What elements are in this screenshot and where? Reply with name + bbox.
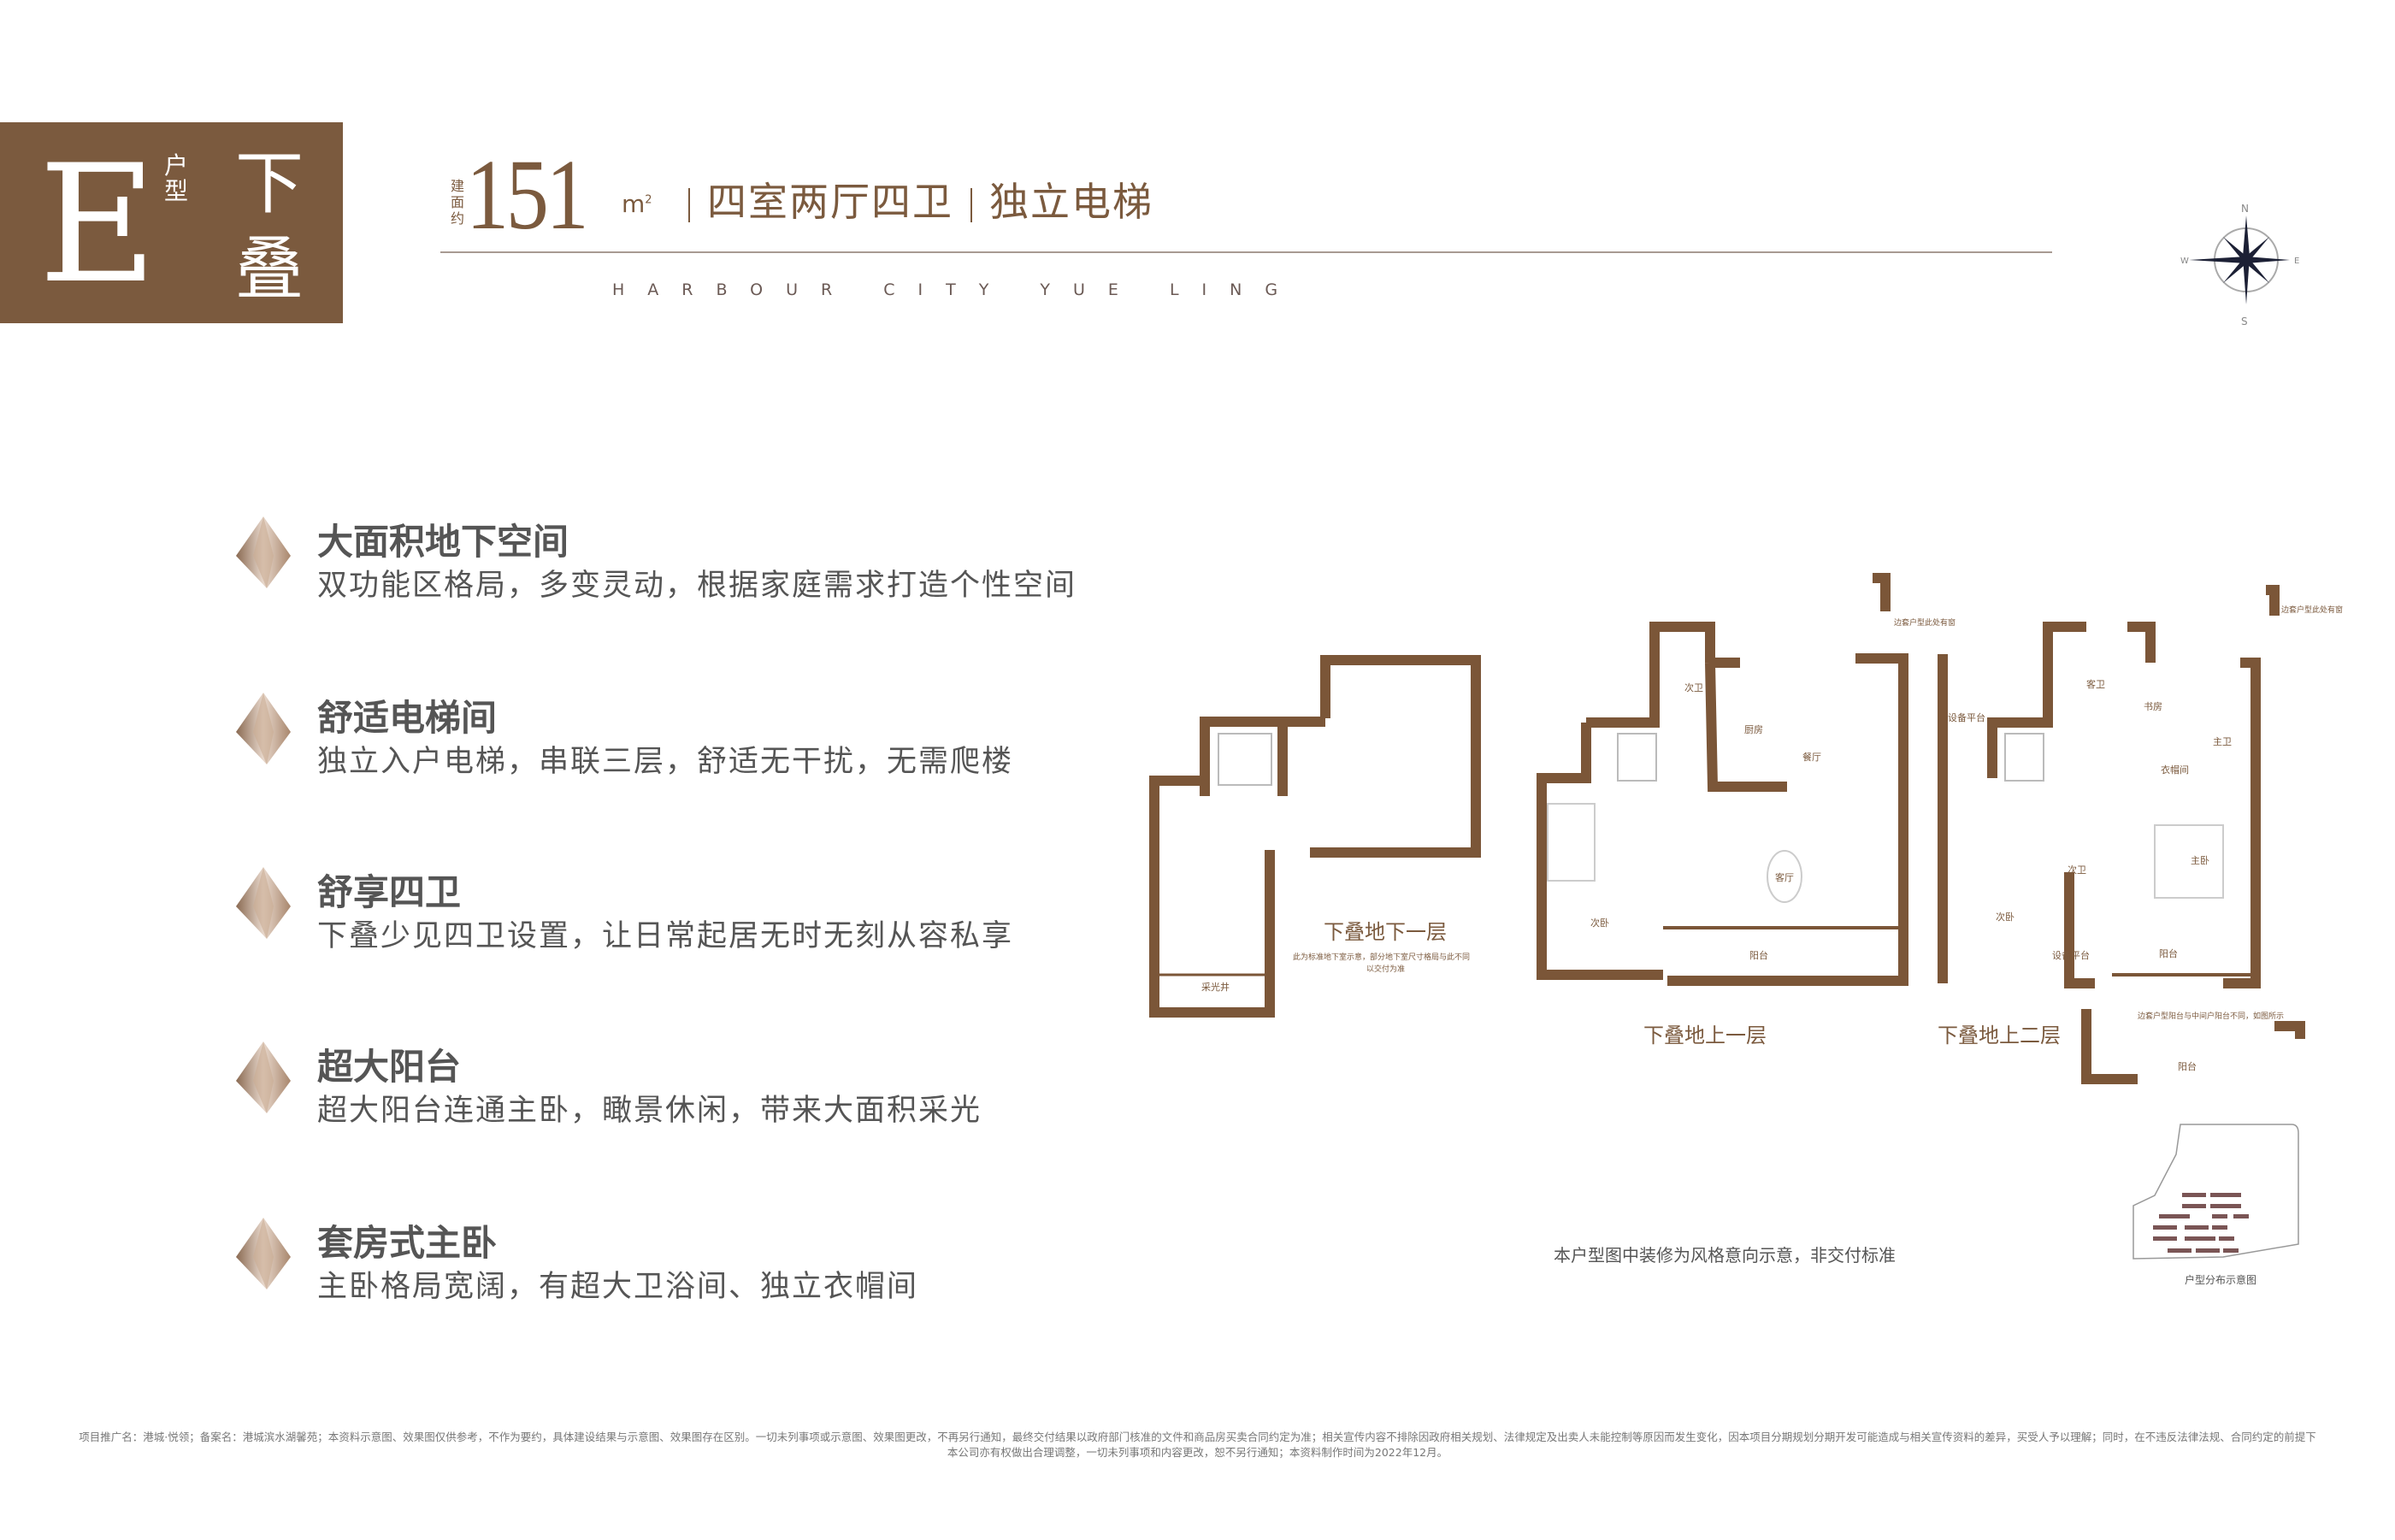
room-label: 次卧: [1590, 917, 1609, 929]
feature-desc: 超大阳台连通主卧，瞰景休闲，带来大面积采光: [317, 1094, 982, 1128]
basement-note: 以交付为准: [1366, 964, 1405, 974]
basement-note: 此为标准地下室示意，部分地下室尺寸格局与此不同: [1293, 952, 1470, 962]
plan-title-level1: 下叠地上一层: [1643, 1024, 1767, 1047]
diamond-icon: [236, 867, 291, 939]
balcony-note: 边套户型阳台与中间户阳台不同，如图所示: [2138, 1011, 2284, 1021]
divider: [688, 187, 690, 222]
feature-title: 大面积地下空间: [317, 521, 569, 563]
feature-desc: 下叠少见四卫设置，让日常起居无时无刻从容私享: [317, 919, 1014, 953]
room-label: 衣帽间: [2161, 764, 2189, 776]
room-label: 书房: [2144, 701, 2162, 712]
area-unit-text: m: [622, 190, 646, 218]
rooms-summary: 四室两厅四卫: [707, 179, 953, 225]
plan-title-basement: 下叠地下一层: [1324, 920, 1447, 944]
compass-north: N: [2241, 203, 2249, 215]
area-unit-sup: 2: [645, 193, 652, 207]
window-note: 边套户型此处有窗: [2281, 605, 2343, 615]
compass-icon: N S E W: [2180, 203, 2299, 327]
diamond-icon: [236, 1041, 291, 1113]
feature-item: 舒享四卫 下叠少见四卫设置，让日常起居无时无刻从容私享: [229, 864, 1084, 992]
room-label: 客厅: [1775, 871, 1794, 883]
room-label: 阳台: [2159, 947, 2178, 959]
level1-plan: [1537, 573, 1908, 986]
site-map: [2132, 1124, 2299, 1260]
project-english-name: HARBOUR CITY YUE LING: [612, 280, 1301, 299]
room-label: 次卫: [1684, 681, 1703, 693]
feature-item: 超大阳台 超大阳台连通主卧，瞰景休闲，带来大面积采光: [229, 1038, 1084, 1166]
diamond-icon: [236, 693, 291, 764]
room-label: 采光井: [1201, 981, 1230, 993]
basement-plan: [1149, 655, 1481, 1018]
feature-item: 舒适电梯间 独立入户电梯，串联三层，舒适无干扰，无需爬楼: [229, 689, 1084, 817]
diamond-icon: [236, 516, 291, 588]
room-label: 阳台: [1749, 949, 1768, 961]
unit-letter: E: [38, 130, 157, 319]
compass-south: S: [2241, 316, 2248, 327]
window-note: 边套户型此处有窗: [1894, 617, 1956, 628]
room-label: 设备平台: [2052, 949, 2090, 961]
room-label: 餐厅: [1802, 751, 1821, 763]
feature-desc: 独立入户电梯，串联三层，舒适无干扰，无需爬楼: [317, 745, 1014, 779]
footer-disclaimer: 项目推广名：港城·悦领；备案名：港城滨水湖馨苑；本资料示意图、效果图仅供参考，不…: [79, 1431, 2316, 1443]
feature-title: 超大阳台: [317, 1046, 462, 1088]
divider: [970, 187, 972, 222]
compass-west: W: [2180, 257, 2189, 266]
plan-title-level2: 下叠地上二层: [1938, 1024, 2061, 1047]
feature-desc: 双功能区格局，多变灵动，根据家庭需求打造个性空间: [317, 569, 1077, 603]
site-map-label: 户型分布示意图: [2185, 1274, 2257, 1286]
room-label: 次卫: [2068, 864, 2086, 876]
unit-badge: E 户型 下叠: [0, 122, 343, 323]
header-divider: [440, 251, 2052, 253]
room-label: 主卧: [2191, 855, 2209, 866]
feature-desc: 主卧格局宽阔，有超大卫浴间、独立衣帽间: [317, 1270, 919, 1304]
room-label: 客卫: [2086, 678, 2105, 690]
room-label: 厨房: [1744, 724, 1763, 735]
footer-disclaimer: 本公司亦有权做出合理调整，一切未列事项和内容更改，恕不另行通知；本资料制作时间为…: [947, 1446, 1448, 1459]
feature-title: 舒享四卫: [317, 871, 462, 913]
room-label: 主卫: [2213, 736, 2232, 747]
room-label: 设备平台: [1948, 711, 1985, 723]
layout-summary: 四室两厅四卫独立电梯: [671, 171, 1153, 227]
feature-item: 套房式主卧 主卧格局宽阔，有超大卫浴间、独立衣帽间: [229, 1214, 1084, 1342]
unit-type-label: 户型: [164, 151, 189, 205]
area-unit: m2: [622, 190, 652, 218]
diamond-icon: [236, 1218, 291, 1289]
room-label: 次卧: [1996, 911, 2015, 923]
unit-category: 下叠: [235, 144, 304, 309]
room-label: 阳台: [2178, 1060, 2197, 1072]
area-value: 151: [466, 139, 589, 251]
area-label: 建面约: [451, 178, 465, 227]
feature-item: 大面积地下空间 双功能区格局，多变灵动，根据家庭需求打造个性空间: [229, 513, 1084, 641]
feature-title: 舒适电梯间: [317, 697, 498, 739]
compass-east: E: [2294, 257, 2299, 266]
feature-title: 套房式主卧: [317, 1222, 498, 1264]
level2-plan: [1938, 585, 2305, 1084]
feature-summary: 独立电梯: [989, 179, 1153, 225]
decoration-disclaimer: 本户型图中装修为风格意向示意，非交付标准: [1554, 1245, 1896, 1266]
